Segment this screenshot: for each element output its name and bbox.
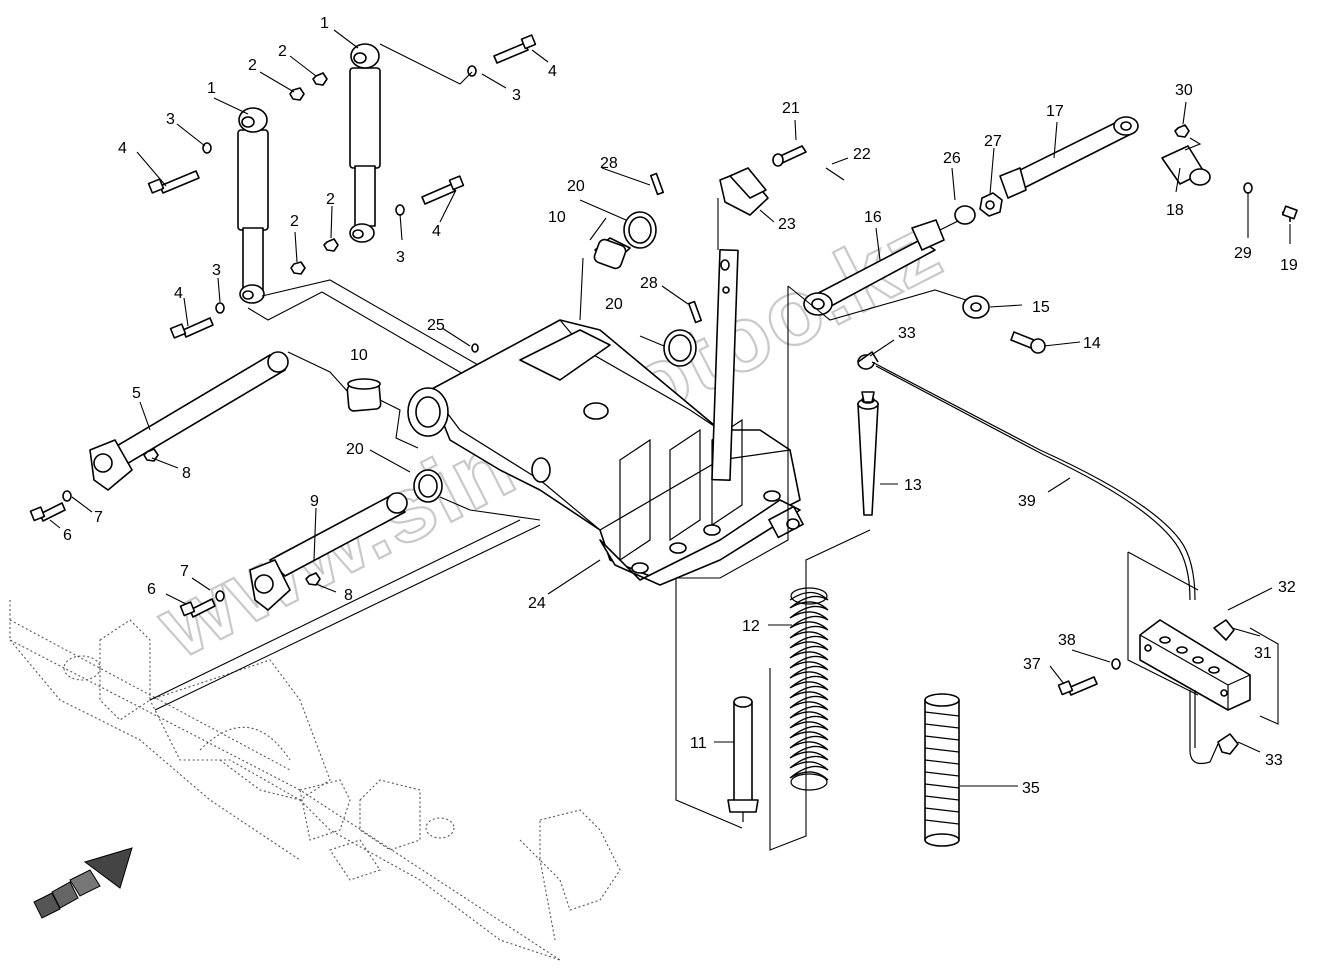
callout-3: 3: [166, 111, 175, 128]
callout-10: 10: [350, 347, 368, 364]
bushings-and-rings: [346, 172, 703, 503]
callout-9: 9: [310, 493, 319, 510]
vehicle-frame-outline: [9, 600, 621, 961]
leaders-right-center: [675, 286, 871, 851]
callout-2: 2: [290, 213, 299, 230]
callout-5: 5: [132, 385, 141, 402]
callout-16: 16: [864, 209, 882, 226]
callout-30: 30: [1175, 82, 1193, 99]
callout-1: 1: [207, 80, 216, 97]
callout-23: 23: [778, 216, 796, 233]
pin-9: [249, 492, 408, 611]
shock-absorber-left: [237, 107, 269, 304]
callout-20: 20: [605, 296, 623, 313]
fasteners-shock: [147, 34, 537, 339]
grease-line-39: [871, 361, 1196, 601]
callout-2: 2: [278, 43, 287, 60]
direction-arrow-icon: [33, 847, 133, 919]
callout-8: 8: [344, 587, 353, 604]
sleeve-11: [727, 696, 759, 822]
callout-35: 35: [1022, 780, 1040, 797]
spring-12: [789, 587, 829, 791]
callout-3: 3: [512, 87, 521, 104]
callout-33: 33: [1265, 752, 1283, 769]
callout-13: 13: [904, 477, 922, 494]
callout-33: 33: [898, 325, 916, 342]
callout-29: 29: [1234, 245, 1252, 262]
callout-27: 27: [984, 133, 1002, 150]
callout-3: 3: [396, 249, 405, 266]
pin-5: [89, 351, 289, 491]
callout-38: 38: [1058, 632, 1076, 649]
callout-3: 3: [212, 262, 221, 279]
callout-10: 10: [548, 209, 566, 226]
callout-17: 17: [1046, 103, 1064, 120]
callout-15: 15: [1032, 299, 1050, 316]
rubber-tube-35: [924, 693, 960, 847]
callout-6: 6: [147, 581, 156, 598]
parts-21-22-23: [717, 119, 849, 250]
parts-right-upper: [954, 124, 1298, 354]
callout-19: 19: [1280, 257, 1298, 274]
callout-14: 14: [1083, 335, 1101, 352]
callout-28: 28: [600, 155, 618, 172]
leaders-right-upper: [787, 101, 1291, 347]
callout-28: 28: [640, 275, 658, 292]
callout-20: 20: [567, 178, 585, 195]
callout-4: 4: [174, 285, 183, 302]
callout-25: 25: [427, 317, 445, 334]
shock-absorber-right: [349, 43, 381, 243]
callout-26: 26: [943, 150, 961, 167]
callout-2: 2: [248, 57, 257, 74]
callout-37: 37: [1023, 656, 1041, 673]
callout-2: 2: [326, 191, 335, 208]
callout-12: 12: [742, 618, 760, 635]
callout-24: 24: [528, 595, 546, 612]
callout-11: 11: [690, 735, 707, 752]
callout-6: 6: [63, 527, 72, 544]
callout-8: 8: [182, 465, 191, 482]
main-bracket-assembly: [407, 248, 804, 586]
callout-32: 32: [1278, 579, 1296, 596]
callout-1: 1: [320, 15, 329, 32]
callout-labels: 1 1 2 2 2 2 3 3 3 3 4 4 4 4 5 6 6 7 7 8 …: [63, 15, 1298, 797]
distribution-block: [1049, 551, 1279, 765]
callout-4: 4: [548, 63, 557, 80]
callout-20: 20: [346, 441, 364, 458]
callout-7: 7: [94, 509, 103, 526]
callout-21: 21: [782, 100, 800, 117]
fasteners-pins: [29, 490, 225, 618]
callout-39: 39: [1018, 493, 1036, 510]
callout-31: 31: [1254, 645, 1272, 662]
link-arm-17: [999, 116, 1139, 199]
leaders-center: [49, 167, 689, 711]
pin-13: [857, 351, 879, 516]
callout-22: 22: [853, 146, 871, 163]
callout-4: 4: [432, 223, 441, 240]
callout-4: 4: [118, 140, 127, 157]
leaders-bottom-center: [714, 339, 1018, 787]
callout-18: 18: [1166, 202, 1184, 219]
callout-7: 7: [180, 563, 189, 580]
